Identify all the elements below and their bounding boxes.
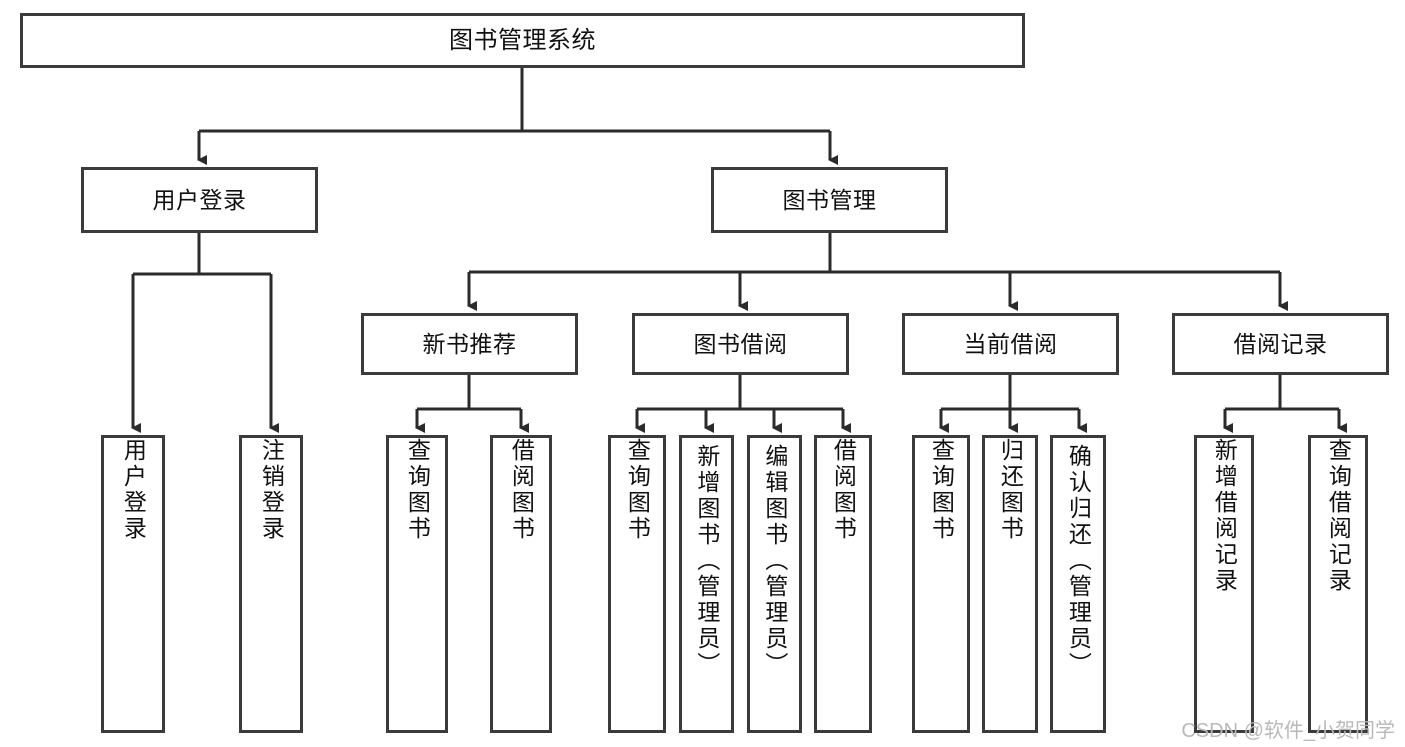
leaf-label: 新增图书（管理员） — [693, 444, 720, 678]
node-new-book-recommend[interactable]: 新书推荐 — [361, 313, 578, 375]
node-borrow-record[interactable]: 借阅记录 — [1172, 313, 1389, 375]
leaf-query-book-current[interactable]: 查询图书 — [912, 435, 970, 733]
leaf-logout[interactable]: 注销登录 — [239, 435, 303, 733]
leaf-label: 确认归还（管理员） — [1065, 444, 1092, 678]
node-root-library-system[interactable]: 图书管理系统 — [20, 13, 1025, 68]
leaf-borrow-book[interactable]: 借阅图书 — [814, 435, 872, 733]
csdn-watermark: CSDN @软件_小贺同学 — [1181, 720, 1395, 742]
node-label: 图书管理 — [782, 186, 877, 213]
node-user-login[interactable]: 用户登录 — [81, 167, 318, 233]
leaf-label: 新增借阅记录 — [1211, 438, 1238, 594]
leaf-label: 用户登录 — [120, 438, 147, 542]
leaf-confirm-return-admin[interactable]: 确认归还（管理员） — [1050, 435, 1106, 733]
node-book-management[interactable]: 图书管理 — [711, 167, 948, 233]
leaf-label: 查询图书 — [624, 438, 651, 542]
leaf-add-book-admin[interactable]: 新增图书（管理员） — [679, 435, 734, 733]
leaf-label: 查询图书 — [928, 438, 955, 542]
leaf-query-borrow-record[interactable]: 查询借阅记录 — [1308, 435, 1368, 733]
node-book-borrow[interactable]: 图书借阅 — [632, 313, 849, 375]
leaf-label: 注销登录 — [258, 438, 285, 542]
node-label: 新书推荐 — [422, 330, 517, 357]
leaf-label: 查询借阅记录 — [1325, 438, 1352, 594]
node-label: 图书借阅 — [693, 330, 788, 357]
node-label: 图书管理系统 — [449, 26, 596, 54]
leaf-query-book-newbook[interactable]: 查询图书 — [386, 435, 448, 733]
leaf-edit-book-admin[interactable]: 编辑图书（管理员） — [747, 435, 802, 733]
leaf-label: 编辑图书（管理员） — [761, 444, 788, 678]
leaf-label: 借阅图书 — [508, 438, 535, 542]
leaf-label: 借阅图书 — [830, 438, 857, 542]
node-label: 借阅记录 — [1233, 330, 1328, 357]
node-current-borrow[interactable]: 当前借阅 — [902, 313, 1119, 375]
leaf-query-book-borrow[interactable]: 查询图书 — [608, 435, 666, 733]
leaf-label: 归还图书 — [997, 438, 1024, 542]
leaf-return-book[interactable]: 归还图书 — [982, 435, 1038, 733]
leaf-user-login[interactable]: 用户登录 — [101, 435, 165, 733]
node-label: 用户登录 — [152, 186, 247, 213]
leaf-add-borrow-record[interactable]: 新增借阅记录 — [1194, 435, 1254, 733]
leaf-label: 查询图书 — [404, 438, 431, 542]
node-label: 当前借阅 — [963, 330, 1058, 357]
leaf-borrow-book-newbook[interactable]: 借阅图书 — [490, 435, 552, 733]
